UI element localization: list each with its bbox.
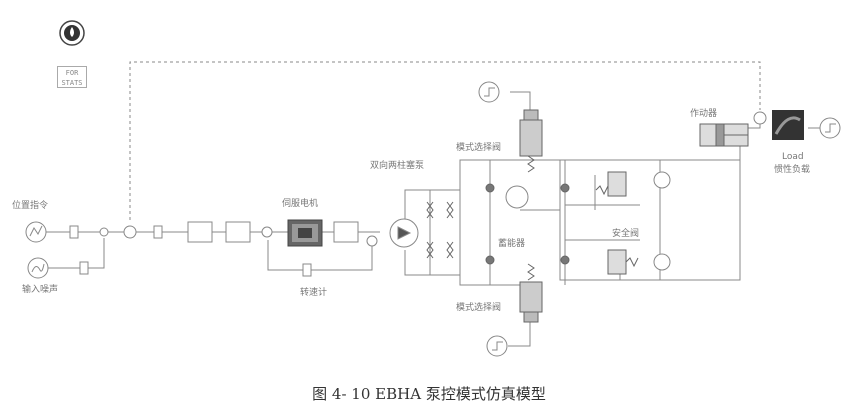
stats-line-2: STATS: [61, 79, 83, 87]
speed-sensor: [366, 235, 378, 247]
gain-block: [153, 225, 163, 239]
saturation-block: [225, 221, 251, 243]
ramp-icon: [29, 225, 43, 237]
orifice: [426, 201, 434, 219]
label-servo-motor: 伺服电机: [282, 199, 319, 209]
label-input-noise: 输入噪声: [22, 285, 59, 295]
mode-selection-valve-bottom[interactable]: [519, 263, 543, 323]
orifice: [426, 241, 434, 259]
check-valve: [485, 255, 495, 265]
step-icon: [492, 341, 503, 351]
pressure-gauge-top: [653, 171, 671, 189]
check-valve: [485, 183, 495, 193]
relief-valve-top[interactable]: [595, 171, 627, 197]
figure-caption: 图 4- 10 EBHA 泵控模式仿真模型: [312, 385, 546, 403]
feedback-signal-line: [129, 61, 761, 220]
noise-icon: [31, 263, 45, 273]
force-sensor: [753, 111, 767, 125]
mode-selection-valve-top[interactable]: [519, 109, 543, 173]
step-icon: [484, 87, 495, 97]
label-actuator: 作动器: [690, 109, 718, 119]
hydraulic-drop-icon[interactable]: [59, 20, 85, 46]
label-relief-valve: 安全阀: [612, 229, 640, 239]
label-speed-meter: 转速计: [300, 288, 328, 298]
label-position-command: 位置指令: [12, 201, 49, 211]
label-mode-valve-bottom: 模式选择阀: [456, 303, 502, 313]
controller-block: [187, 221, 213, 243]
check-valve: [560, 255, 570, 265]
label-accumulator: 蓄能器: [498, 239, 526, 249]
accumulator-symbol: [505, 185, 529, 209]
check-valve: [560, 183, 570, 193]
pressure-gauge-bottom: [653, 253, 671, 271]
stats-block[interactable]: FOR STATS: [57, 66, 87, 88]
sum-junction: [123, 225, 137, 239]
noise-source[interactable]: [27, 257, 49, 279]
actuator-cylinder[interactable]: [699, 123, 749, 147]
servo-motor[interactable]: [287, 219, 323, 247]
speed-sensor-block: [302, 263, 312, 277]
ebha-simulation-diagram: [25, 20, 841, 357]
orifice: [446, 201, 454, 219]
label-load-text: Load: [782, 152, 804, 162]
step-icon: [825, 123, 836, 133]
relief-valve-bottom[interactable]: [607, 249, 639, 275]
shaft-block: [333, 221, 359, 243]
orifice: [446, 241, 454, 259]
label-load-inertia: 惯性负载: [774, 165, 811, 175]
label-bidirectional-pump: 双向两柱塞泵: [370, 161, 425, 171]
label-mode-valve-top: 模式选择阀: [456, 143, 502, 153]
sum-junction: [99, 227, 109, 237]
gain-block: [69, 225, 79, 239]
position-command-source[interactable]: [25, 221, 47, 243]
gain-block: [79, 261, 89, 275]
stats-line-1: FOR: [65, 69, 79, 77]
load-inertia-image[interactable]: [772, 110, 804, 140]
sum-junction: [261, 226, 273, 238]
